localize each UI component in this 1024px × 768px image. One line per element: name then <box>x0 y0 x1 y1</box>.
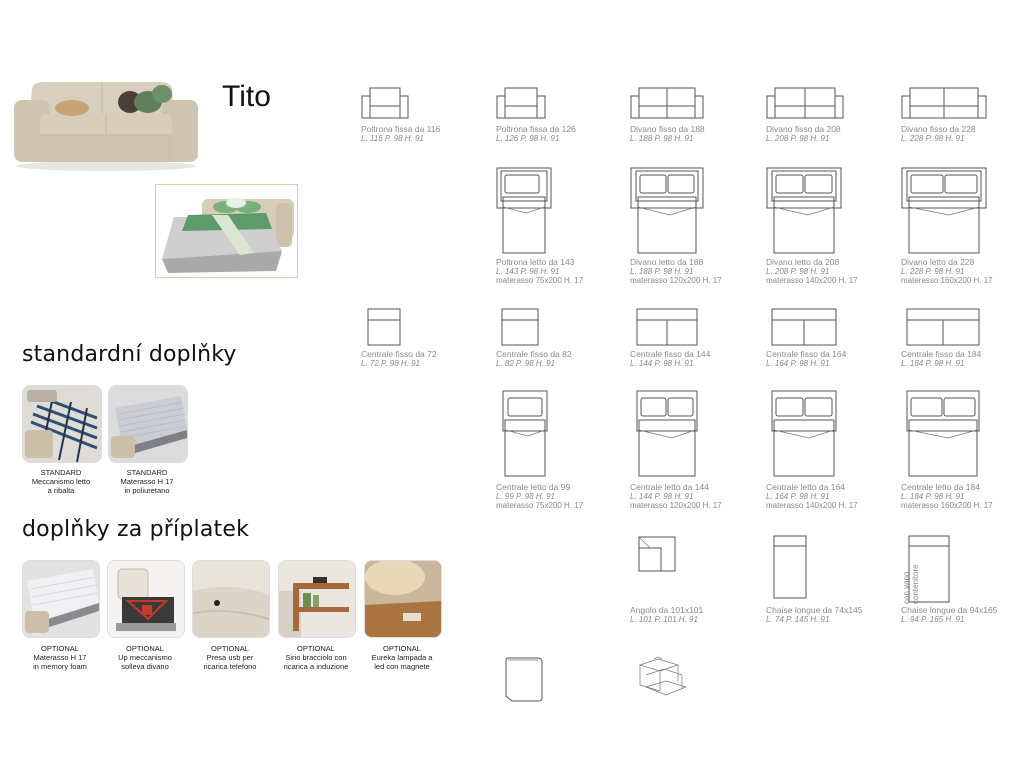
drawing-chaise-longue-94 <box>908 535 950 603</box>
drawing-centrale-letto-184 <box>906 390 980 478</box>
standard-tile-mechanism <box>22 385 102 463</box>
drawing-centrale-fisso-164 <box>771 308 837 346</box>
drawing-centrale-letto-144 <box>636 390 698 478</box>
drawing-divano-fisso-208 <box>766 86 844 120</box>
drawing-centrale-fisso-184 <box>906 308 980 346</box>
drawing-divano-letto-188 <box>630 167 704 255</box>
drawing-poltrona-letto-143 <box>496 167 552 255</box>
optional-tile-sirio <box>278 560 356 638</box>
optional-tile-up-mechanism <box>107 560 185 638</box>
drawing-divano-fisso-188 <box>630 86 704 120</box>
extra-accessories-heading: doplňky za příplatek <box>22 517 250 542</box>
drawing-armrest <box>504 656 544 702</box>
chaise-storage-label: con vano contenitore <box>902 564 920 604</box>
page-title: Tito <box>222 80 271 113</box>
drawing-poltrona-fissa-126 <box>496 86 546 120</box>
standard-tile-mattress <box>108 385 188 463</box>
drawing-centrale-letto-164 <box>771 390 837 478</box>
drawing-divano-letto-208 <box>766 167 842 255</box>
standard-accessories-heading: standardní doplňky <box>22 342 237 367</box>
sofa-bed-photo <box>155 184 298 278</box>
drawing-centrale-fisso-144 <box>636 308 698 346</box>
sofa-photo <box>10 78 202 172</box>
optional-tile-usb <box>192 560 270 638</box>
drawing-centrale-fisso-72 <box>367 308 401 346</box>
drawing-centrale-fisso-82 <box>501 308 539 346</box>
drawing-angolo-101 <box>638 536 676 572</box>
drawing-centrale-letto-99 <box>502 390 548 478</box>
drawing-chaise-longue-74 <box>773 535 807 599</box>
optional-tile-eureka <box>364 560 442 638</box>
drawing-divano-letto-228 <box>901 167 987 255</box>
optional-tile-memory-foam <box>22 560 100 638</box>
drawing-divano-fisso-228 <box>901 86 987 120</box>
drawing-sirio-armrest-table <box>636 655 692 701</box>
drawing-poltrona-fissa-116 <box>361 86 409 120</box>
